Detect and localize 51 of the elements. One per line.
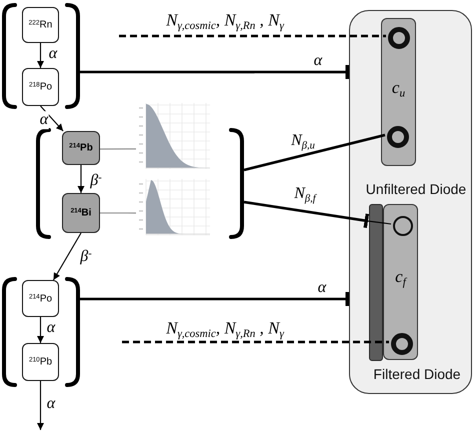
isotope-box (22, 280, 59, 317)
dashed-line (122, 340, 389, 344)
filter-strip (369, 204, 383, 361)
ring-marker (388, 27, 410, 49)
bracket-pair (36, 128, 244, 239)
connector-line (368, 220, 392, 225)
isotope-box (22, 7, 59, 43)
dashed-line (119, 34, 386, 38)
isotope-box (62, 193, 100, 233)
edge-label: N$_{γ,cosmic}$, N$_{γ,Rn}$ , N$_{γ}$ (165, 320, 285, 338)
distribution-plot-drawing (136, 176, 212, 238)
edge-label: α (38, 111, 50, 129)
bar-end-line (80, 65, 349, 80)
arrow (37, 43, 44, 68)
bracket-pair (2, 3, 80, 109)
symbol-label: c$_{u}$ (392, 78, 406, 98)
bracket-pair (2, 277, 80, 387)
isotope-label: $^{218}$Po (28, 82, 52, 92)
bar-end-line (244, 200, 370, 228)
isotope-label: $^{222}$Rn (28, 20, 52, 30)
edge-label: N$_{β,f}$ (293, 185, 317, 203)
connector-line (100, 148, 136, 150)
isotope-label: $^{214}$Po (28, 293, 52, 304)
edge-label: N$_{γ,cosmic}$, N$_{γ,Rn}$ , N$_{γ}$ (165, 12, 285, 30)
isotope-box (22, 343, 59, 381)
arrow (78, 165, 84, 193)
diode-bar (381, 18, 416, 166)
distribution-plot-drawing (136, 100, 212, 172)
connector-line (244, 134, 386, 172)
isotope-label: $^{214}$Bi (70, 208, 92, 218)
arrow (37, 381, 44, 430)
ring-marker (391, 333, 413, 355)
symbol-label: c$_{f}$ (395, 267, 406, 288)
diode-caption: Unfiltered Diode (366, 180, 466, 198)
isotope-label: $^{214}$Pb (69, 142, 93, 154)
bar-end-line (80, 292, 349, 306)
arrow (37, 317, 44, 343)
isotope-box (62, 131, 100, 165)
connector-line (100, 212, 136, 214)
isotope-box (22, 68, 59, 106)
detector-panel (349, 10, 472, 394)
edge-label: β$^{-}$ (89, 172, 103, 190)
ring-marker (387, 126, 409, 148)
ring-marker (393, 216, 413, 236)
diode-bar (383, 204, 418, 360)
edge-label: β$^{-}$ (79, 248, 93, 266)
isotope-label: $^{210}$Pb (28, 356, 52, 368)
arrow (52, 232, 82, 280)
diode-caption: Filtered Diode (373, 366, 461, 382)
arrow (40, 106, 64, 132)
edge-label: N$_{β,u}$ (290, 132, 316, 150)
